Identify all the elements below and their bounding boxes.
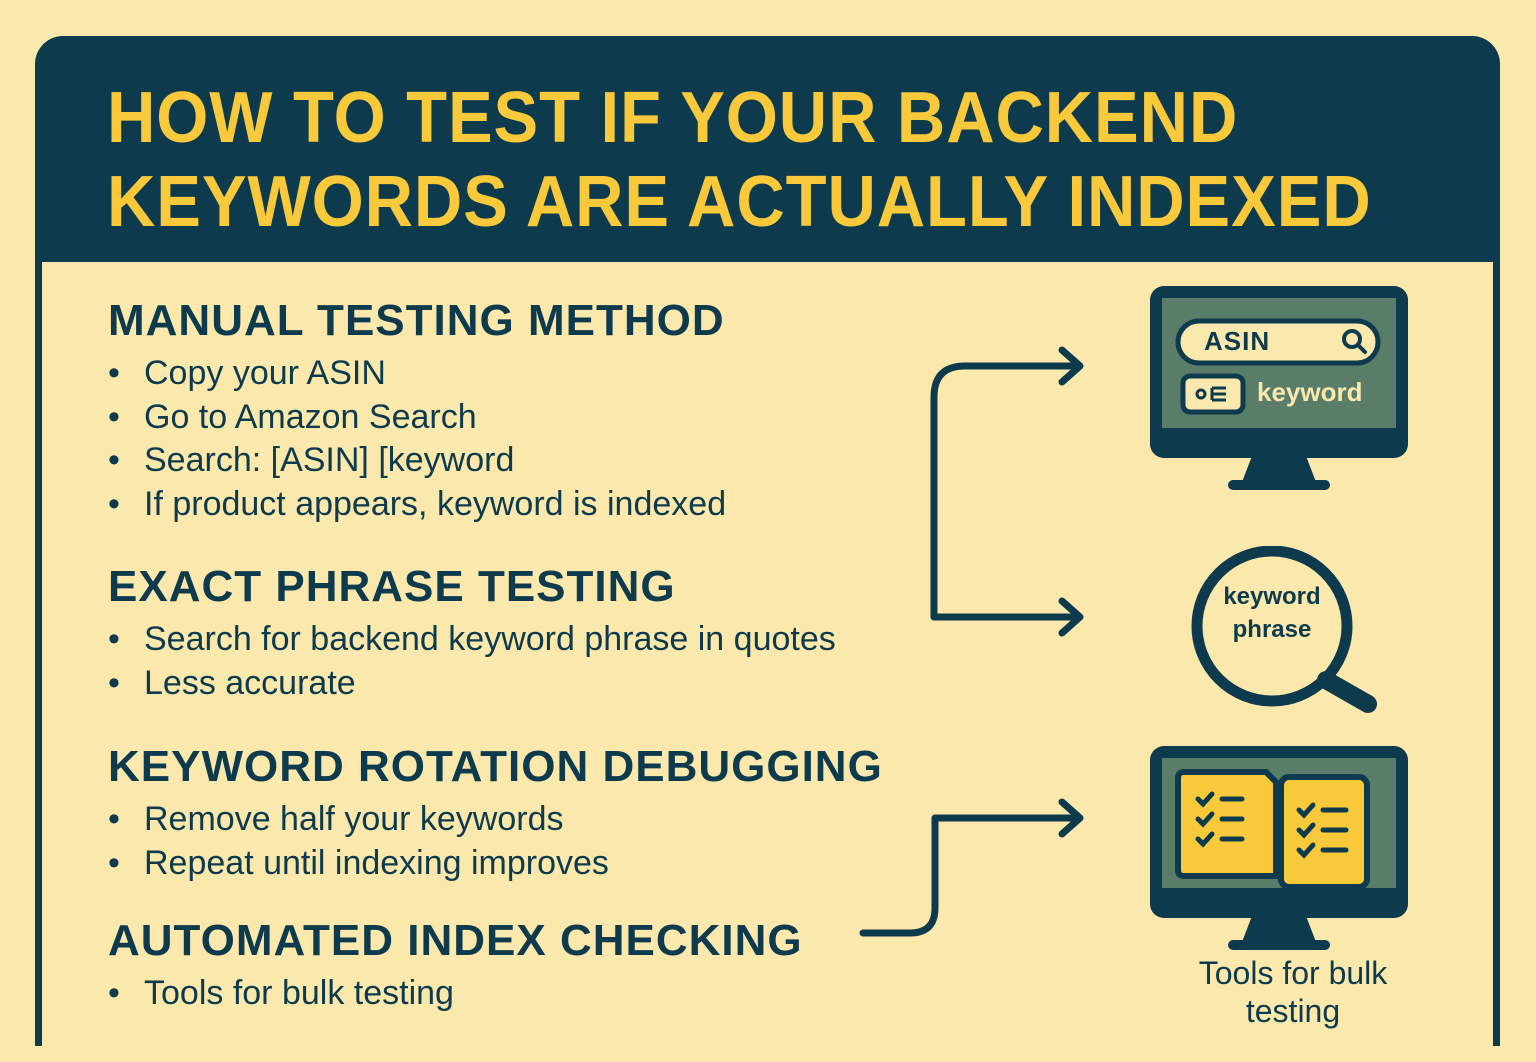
bullet-icon: •	[108, 484, 120, 523]
monitor-search-illustration: ASIN keyword	[1148, 284, 1410, 494]
section-automated-checking: AUTOMATED INDEX CHECKING •Tools for bulk…	[108, 916, 803, 1016]
caption-line-1: Tools for bulk	[1198, 955, 1388, 991]
bullet-icon: •	[108, 620, 120, 658]
section-heading: AUTOMATED INDEX CHECKING	[108, 916, 803, 965]
caption-line-2: testing	[1245, 993, 1341, 1029]
bullet-icon: •	[108, 974, 120, 1012]
list-item: •Search for backend keyword phrase in qu…	[108, 618, 836, 662]
bullet-icon: •	[108, 663, 120, 702]
step-arrow-icon	[859, 798, 1084, 937]
list-item: •Go to Amazon Search	[108, 396, 726, 440]
section-heading: KEYWORD ROTATION DEBUGGING	[108, 742, 883, 791]
magnifier-line-1: keyword	[1223, 583, 1321, 610]
magnifier-illustration: keyword phrase	[1188, 545, 1388, 716]
connector-arrows	[859, 346, 1084, 937]
list-item: •Remove half your keywords	[108, 798, 883, 842]
bullet-list: •Search for backend keyword phrase in qu…	[108, 618, 836, 705]
list-item: •Copy your ASIN	[108, 352, 726, 396]
list-item: •Repeat until indexing improves	[108, 842, 883, 886]
search-field-text: ASIN	[1204, 326, 1271, 356]
list-item: •If product appears, keyword is indexed	[108, 483, 726, 527]
bullet-icon: •	[108, 397, 120, 436]
bullet-icon: •	[108, 441, 120, 479]
bullet-icon: •	[108, 354, 120, 392]
section-heading: EXACT PHRASE TESTING	[108, 562, 676, 611]
monitor-checklist-illustration	[1148, 744, 1410, 956]
title-line-2: KEYWORDS ARE ACTUALLY INDEXED	[107, 162, 1372, 242]
header-banner: HOW TO TEST IF YOUR BACKEND KEYWORDS ARE…	[35, 36, 1500, 260]
keyword-label: keyword	[1257, 377, 1363, 407]
tools-caption: Tools for bulk testing	[1160, 954, 1426, 1030]
list-item: •Search: [ASIN] [keyword	[108, 439, 726, 483]
bullet-list: •Copy your ASIN •Go to Amazon Search •Se…	[108, 352, 726, 526]
monitor-search-icon	[1150, 286, 1408, 490]
bullet-icon: •	[108, 843, 120, 882]
bullet-list: •Remove half your keywords •Repeat until…	[108, 798, 883, 885]
list-item: •Less accurate	[108, 662, 836, 706]
section-manual-testing: MANUAL TESTING METHOD •Copy your ASIN •G…	[108, 296, 726, 526]
monitor-checklist-icon	[1150, 746, 1408, 950]
section-heading: MANUAL TESTING METHOD	[108, 296, 725, 345]
section-keyword-rotation: KEYWORD ROTATION DEBUGGING •Remove half …	[108, 742, 883, 885]
list-item: •Tools for bulk testing	[108, 972, 803, 1016]
bullet-list: •Tools for bulk testing	[108, 972, 803, 1016]
bullet-icon: •	[108, 800, 120, 838]
bracket-arrow-icon	[930, 346, 1084, 637]
section-exact-phrase: EXACT PHRASE TESTING •Search for backend…	[108, 562, 836, 705]
page-title: HOW TO TEST IF YOUR BACKEND KEYWORDS ARE…	[107, 76, 1372, 244]
title-line-1: HOW TO TEST IF YOUR BACKEND	[107, 78, 1239, 158]
magnifier-icon	[1191, 545, 1377, 713]
magnifier-line-2: phrase	[1232, 616, 1312, 643]
